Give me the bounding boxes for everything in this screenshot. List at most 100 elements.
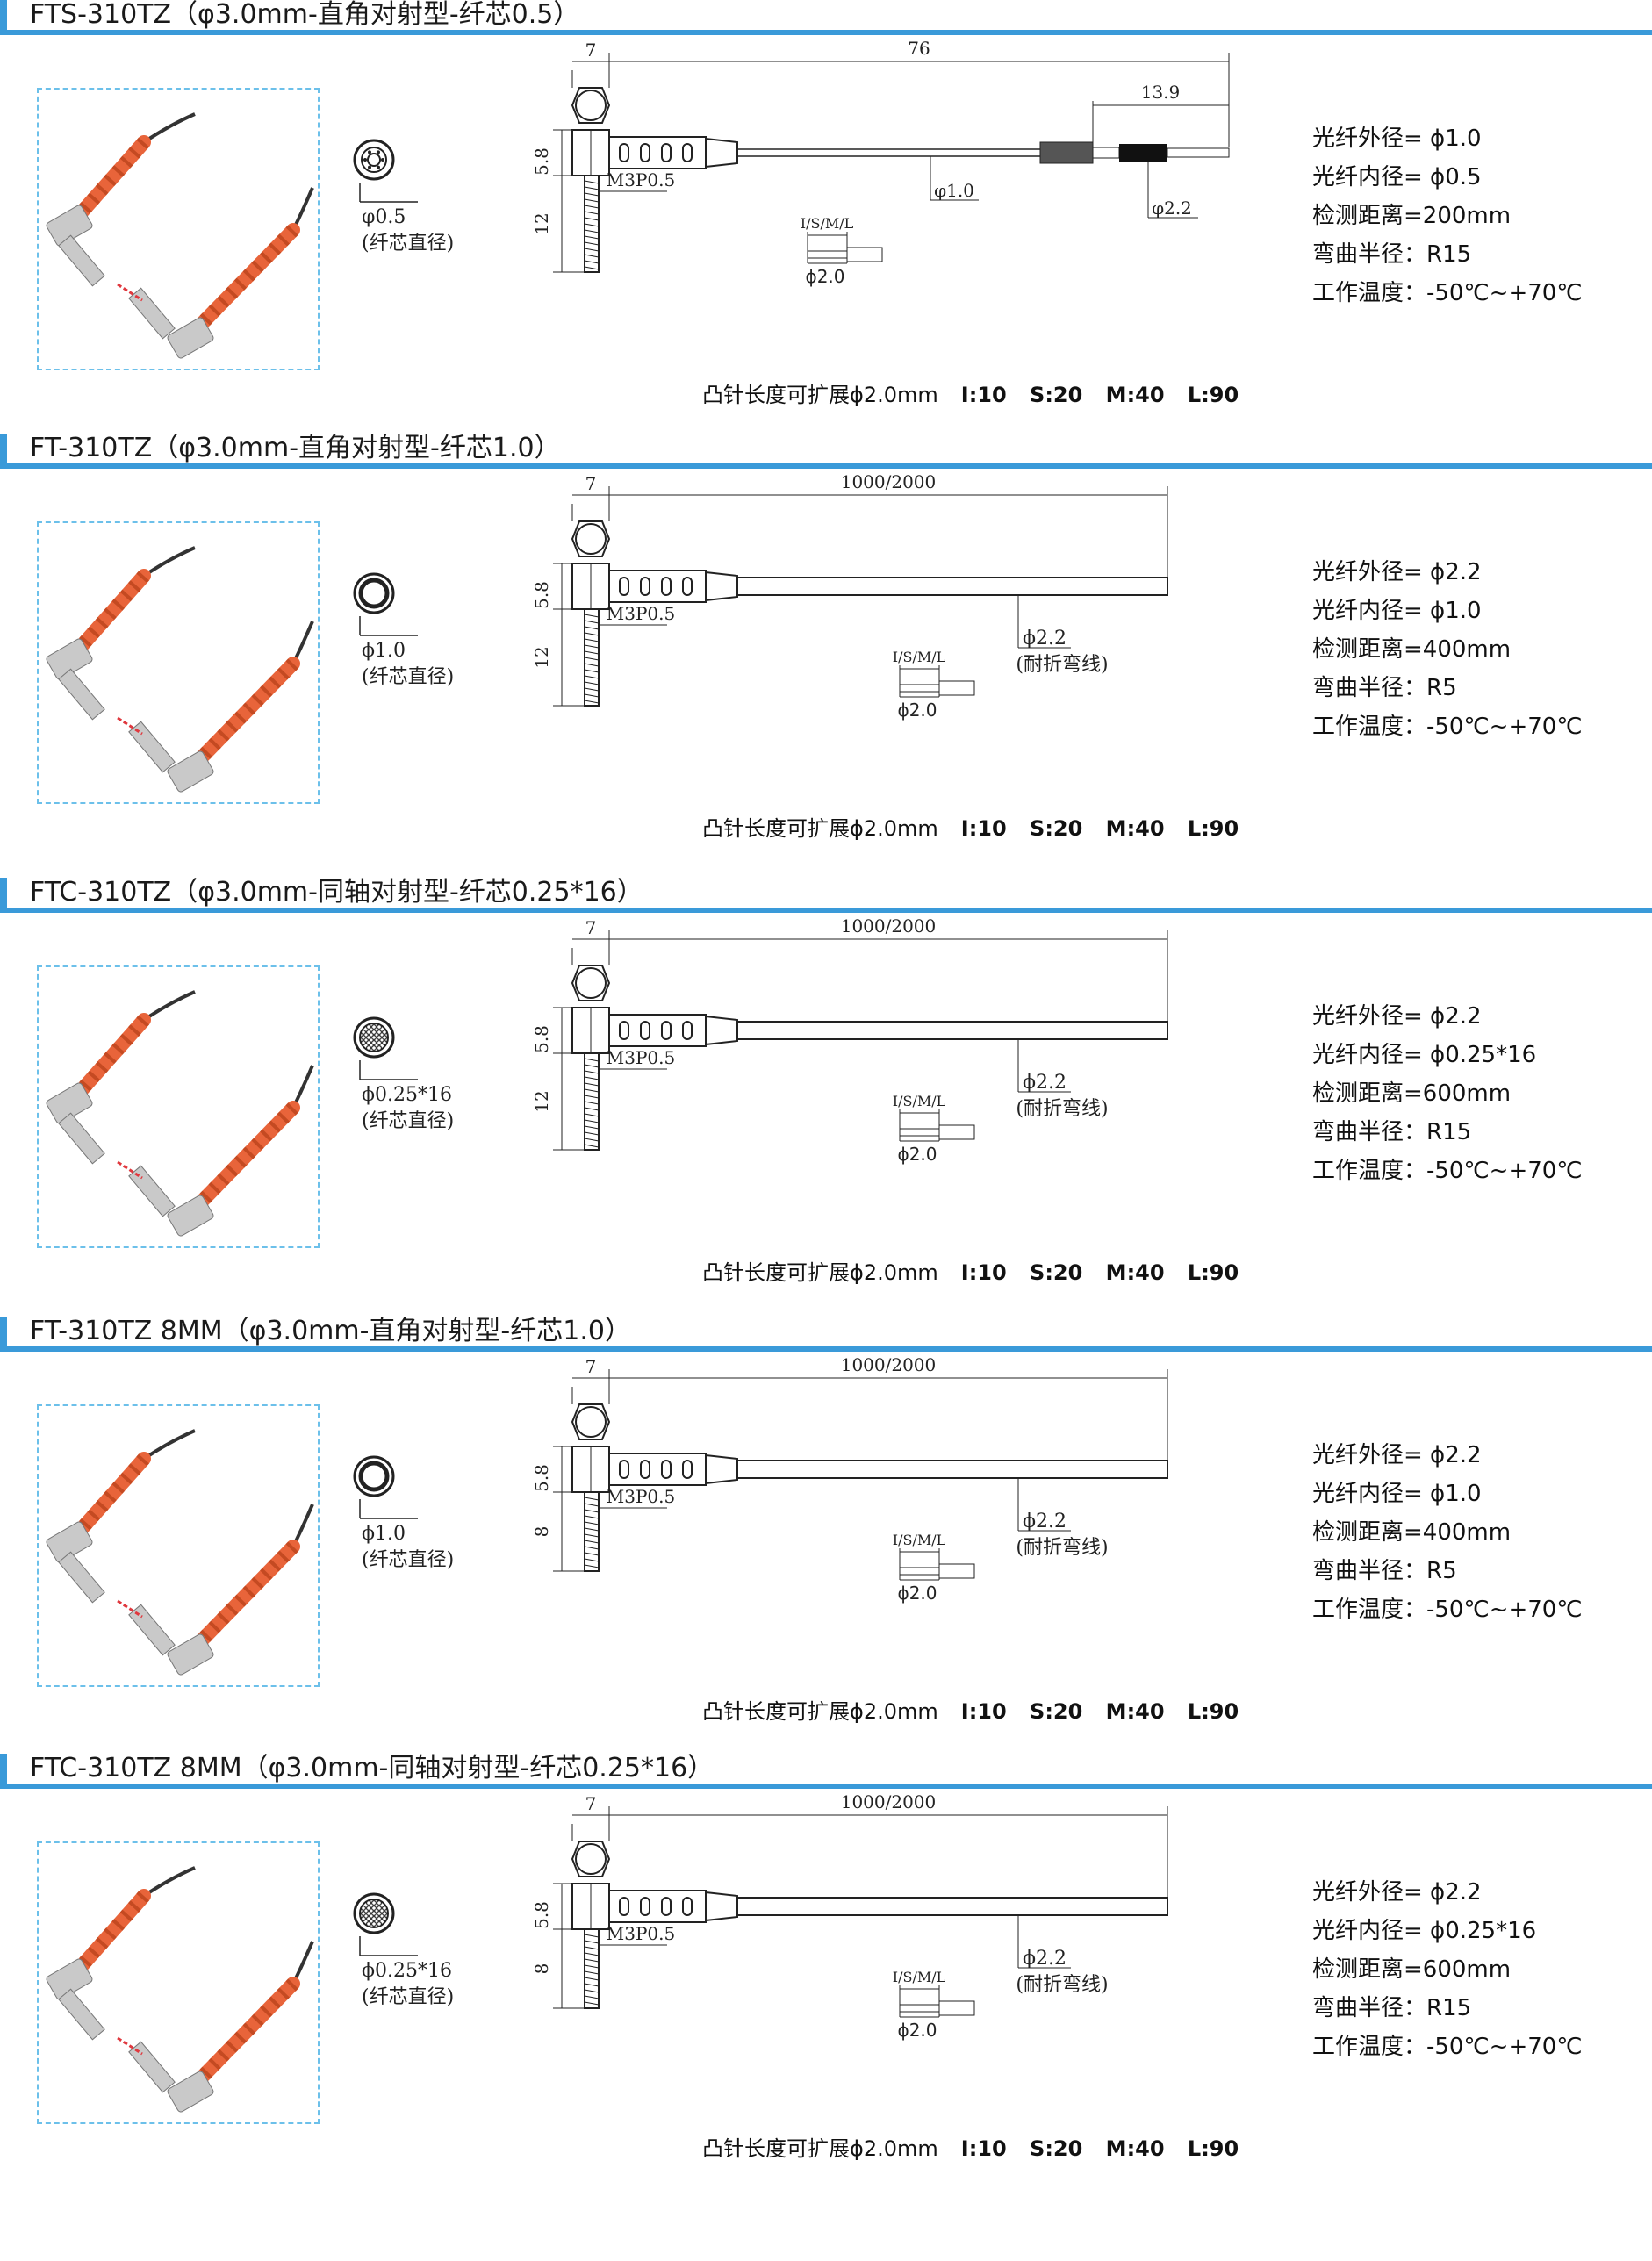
pin-extension-text: 凸针长度可扩展ϕ2.0mm: [702, 383, 938, 407]
dim-tip-diameter: ϕ2.2: [1023, 1948, 1067, 1970]
pin-diameter: ϕ2.0: [898, 700, 937, 721]
spec-item: 弯曲半径：R15: [1312, 241, 1472, 268]
spec-item: 光纤内径= ϕ0.25*16: [1312, 1042, 1537, 1068]
spec-item: 检测距离=400mm: [1312, 1519, 1512, 1546]
dim-height-body: 5.8: [531, 1901, 552, 1929]
dim-tip-diameter: φ2.2: [1152, 197, 1192, 219]
section-title: FTS-310TZ（φ3.0mm-直角对射型-纤芯0.5）: [30, 0, 580, 30]
pin-size-options: I:10 S:20 M:40 L:90: [960, 816, 1239, 841]
fiber-sensor-photo: [46, 112, 314, 359]
title-accent: [0, 1754, 7, 1784]
dim-nut-width: 7: [585, 1356, 597, 1377]
spec-item: 弯曲半径：R5: [1312, 675, 1457, 701]
pin-length-label: I/S/M/L: [893, 1532, 946, 1548]
core-diameter-label: φ0.5: [362, 206, 406, 228]
dim-tip-note: (耐折弯线): [1016, 1098, 1108, 1120]
dim-nut-width: 7: [585, 1793, 597, 1814]
dim-height-body: 5.8: [531, 581, 552, 609]
spec-item: 工作温度：-50℃~+70℃: [1312, 1597, 1583, 1623]
spec-item: 光纤内径= ϕ1.0: [1312, 1481, 1482, 1507]
fiber-sensor-photo: [46, 990, 314, 1237]
product-photo: [37, 88, 320, 370]
pin-extension-text: 凸针长度可扩展ϕ2.0mm: [702, 1260, 938, 1285]
pin-extension-note: 凸针长度可扩展ϕ2.0mm I:10 S:20 M:40 L:90: [702, 1694, 1239, 1725]
pin-length-label: I/S/M/L: [801, 215, 854, 232]
spec-item: 工作温度：-50℃~+70℃: [1312, 280, 1583, 306]
core-diameter-label: ϕ0.25*16: [362, 1960, 452, 1982]
dim-thread: M3P0.5: [607, 169, 675, 190]
spec-item: 光纤外径= ϕ2.2: [1312, 1442, 1482, 1468]
dim-tip-diameter: ϕ2.2: [1023, 1072, 1067, 1094]
dim-length: 1000/2000: [841, 471, 937, 492]
dim-fiber-diameter: φ1.0: [934, 180, 974, 201]
cross-section: ϕ1.0(纤芯直径): [348, 539, 549, 714]
pin-extension-text: 凸针长度可扩展ϕ2.0mm: [702, 816, 938, 841]
core-diameter-label: ϕ1.0: [362, 640, 406, 662]
product-section: FTC-310TZ 8MM（φ3.0mm-同轴对射型-纤芯0.25*16） ϕ0.…: [0, 1754, 1652, 2187]
title-accent: [0, 1317, 7, 1346]
dim-height-body: 5.8: [531, 147, 552, 176]
dim-thread: M3P0.5: [607, 1047, 675, 1068]
pin-extension-note: 凸针长度可扩展ϕ2.0mm I:10 S:20 M:40 L:90: [702, 1255, 1239, 1286]
dim-height-stem: 8: [531, 1963, 552, 1975]
spec-item: 光纤内径= ϕ0.25*16: [1312, 1918, 1537, 1944]
pin-length-label: I/S/M/L: [893, 1969, 946, 1985]
dim-thread: M3P0.5: [607, 1923, 675, 1944]
product-section: FTS-310TZ（φ3.0mm-直角对射型-纤芯0.5）φ0.5(纤芯直径)7…: [0, 0, 1652, 434]
section-title-bar: FTS-310TZ（φ3.0mm-直角对射型-纤芯0.5）: [0, 0, 1652, 35]
dim-tip-note: (耐折弯线): [1016, 1537, 1108, 1559]
pin-size-options: I:10 S:20 M:40 L:90: [960, 2136, 1239, 2161]
pin-extension-text: 凸针长度可扩展ϕ2.0mm: [702, 2136, 938, 2161]
fiber-sensor-photo: [46, 1429, 314, 1676]
dim-height-stem: 12: [531, 646, 552, 668]
dim-length: 1000/2000: [841, 1791, 937, 1812]
dim-thread: M3P0.5: [607, 1486, 675, 1507]
dim-tip-diameter: ϕ2.2: [1023, 1511, 1067, 1532]
core-cross-section-diagram: φ0.5 (纤芯直径): [353, 139, 454, 255]
core-cross-section-diagram: ϕ1.0(纤芯直径): [353, 572, 454, 688]
dim-nut-width: 7: [585, 917, 597, 938]
dim-height-stem: 8: [531, 1526, 552, 1538]
spec-item: 光纤外径= ϕ2.2: [1312, 559, 1482, 585]
core-diameter-label: ϕ1.0: [362, 1523, 406, 1545]
section-title: FTC-310TZ（φ3.0mm-同轴对射型-纤芯0.25*16）: [30, 877, 643, 908]
spec-item: 工作温度：-50℃~+70℃: [1312, 2034, 1583, 2060]
spec-item: 光纤内径= ϕ1.0: [1312, 598, 1482, 624]
section-title-bar: FTC-310TZ 8MM（φ3.0mm-同轴对射型-纤芯0.25*16）: [0, 1754, 1652, 1789]
pin-diameter: ϕ2.0: [898, 1583, 937, 1604]
pin-extension-note: 凸针长度可扩展ϕ2.0mm I:10 S:20 M:40 L:90: [702, 811, 1239, 842]
pin-length-label: I/S/M/L: [893, 649, 946, 665]
product-photo: [37, 1404, 320, 1687]
pin-diameter: ϕ2.0: [806, 266, 845, 287]
dim-height-body: 5.8: [531, 1025, 552, 1053]
spec-item: 检测距离=600mm: [1312, 1956, 1512, 1983]
spec-item: 光纤外径= ϕ2.2: [1312, 1879, 1482, 1906]
spec-item: 光纤内径= ϕ0.5: [1312, 164, 1482, 190]
spec-item: 弯曲半径：R15: [1312, 1119, 1472, 1145]
title-accent: [0, 0, 7, 30]
dim-height-body: 5.8: [531, 1464, 552, 1492]
spec-item: 光纤外径= ϕ2.2: [1312, 1003, 1482, 1030]
dim-height-stem: 12: [531, 1090, 552, 1112]
section-title: FTC-310TZ 8MM（φ3.0mm-同轴对射型-纤芯0.25*16）: [30, 1753, 715, 1784]
dim-height-stem: 12: [531, 212, 552, 234]
pin-size-options: I:10 S:20 M:40 L:90: [960, 1699, 1239, 1724]
core-diameter-caption: (纤芯直径): [362, 1110, 454, 1132]
fiber-sensor-photo: [46, 1866, 314, 2113]
dim-nut-width: 7: [585, 473, 597, 494]
core-diameter-caption: (纤芯直径): [362, 233, 454, 255]
product-photo: [37, 521, 320, 804]
product-photo: [37, 1841, 320, 2124]
core-cross-section-diagram: ϕ0.25*16(纤芯直径): [353, 1016, 454, 1132]
pin-extension-text: 凸针长度可扩展ϕ2.0mm: [702, 1699, 938, 1724]
pin-size-options: I:10 S:20 M:40 L:90: [960, 1260, 1239, 1285]
